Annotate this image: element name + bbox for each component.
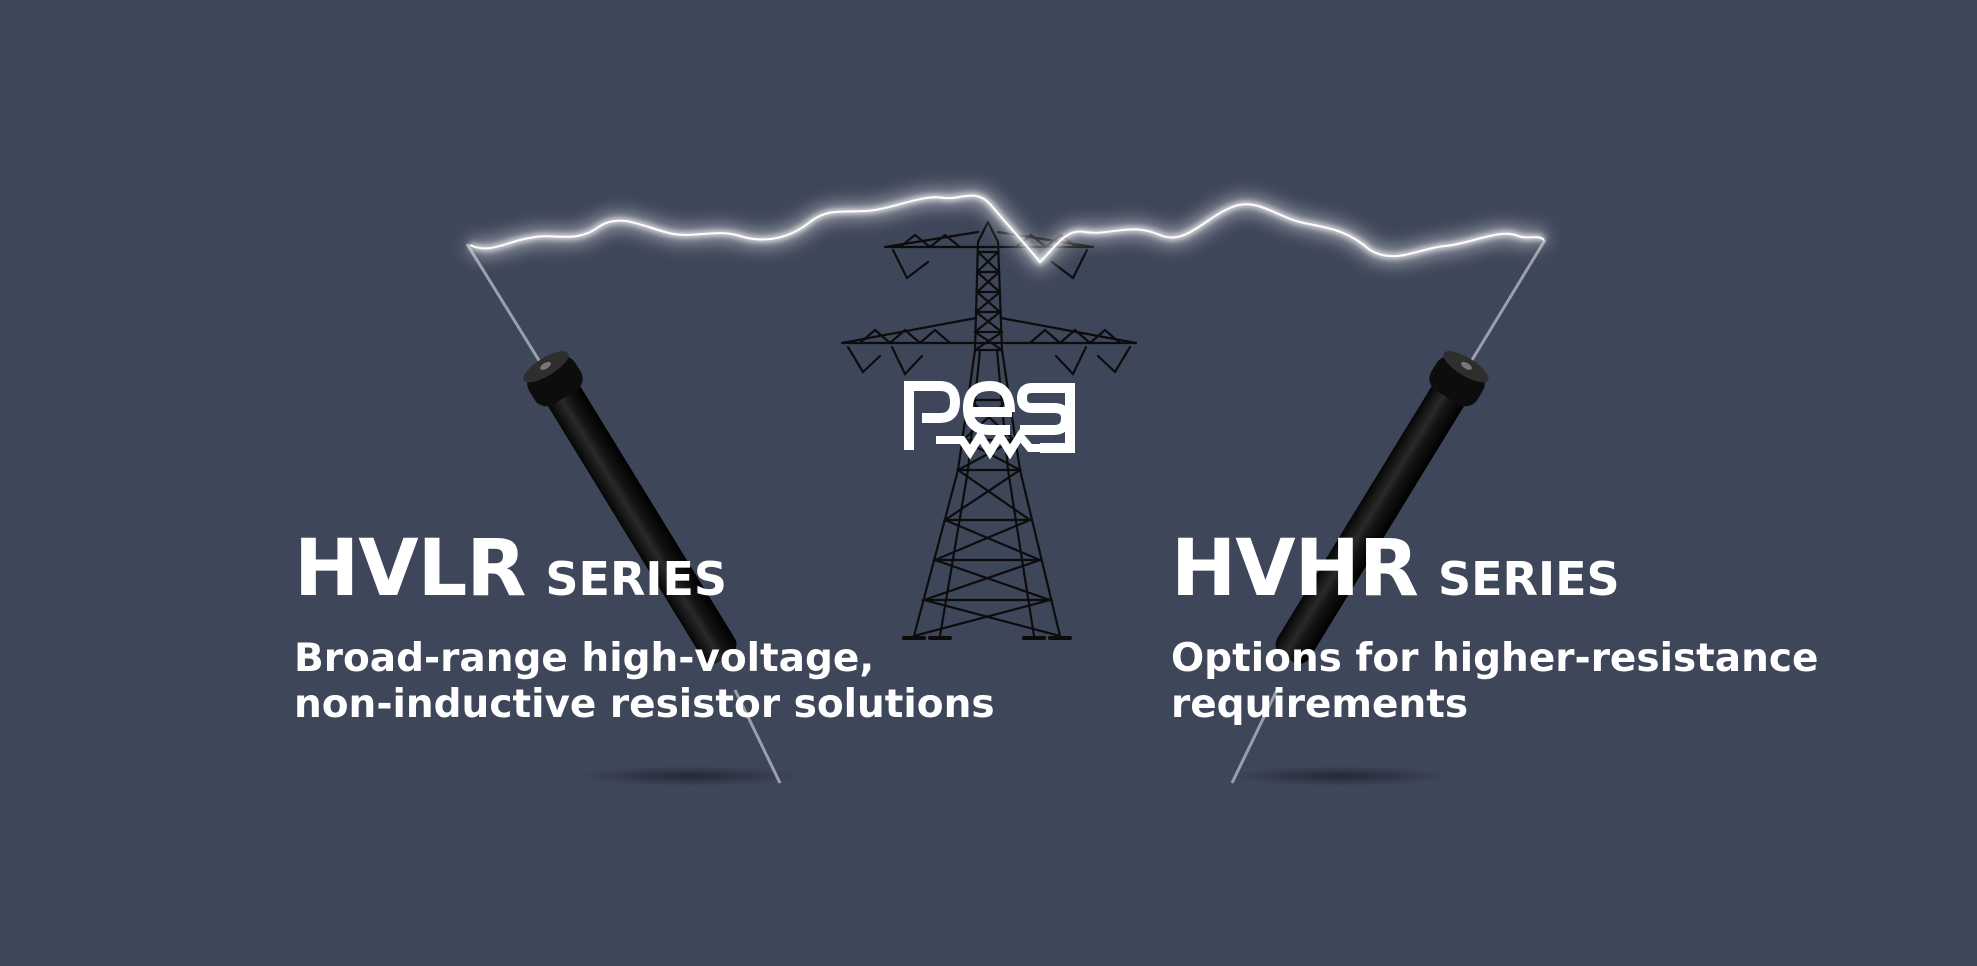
- company-logo-icon: [904, 380, 1075, 460]
- left-resistor-shadow: [580, 766, 800, 786]
- lightning-arc-icon: [466, 188, 1549, 273]
- left-resistor-icon: [465, 243, 782, 784]
- description-line: non-inductive resistor solutions: [294, 682, 995, 727]
- right-resistor-icon: [1230, 239, 1547, 784]
- series-word: SERIES: [545, 552, 728, 606]
- right-resistor-shadow: [1230, 766, 1450, 786]
- hvhr-series-block: HVHR SERIES Options for higher-resistanc…: [1171, 530, 1818, 728]
- hvhr-series-description: Options for higher-resistance requiremen…: [1171, 636, 1818, 728]
- series-code: HVHR: [1171, 524, 1419, 614]
- description-line: requirements: [1171, 682, 1469, 727]
- series-code: HVLR: [294, 524, 526, 614]
- series-word: SERIES: [1438, 552, 1620, 606]
- description-line: Broad-range high-voltage,: [294, 636, 875, 681]
- description-line: Options for higher-resistance: [1171, 636, 1819, 681]
- hvlr-series-description: Broad-range high-voltage, non-inductive …: [294, 636, 995, 728]
- hvhr-series-title: HVHR SERIES: [1171, 530, 1818, 608]
- hvlr-series-block: HVLR SERIES Broad-range high-voltage, no…: [294, 530, 995, 728]
- hvlr-series-title: HVLR SERIES: [294, 530, 995, 608]
